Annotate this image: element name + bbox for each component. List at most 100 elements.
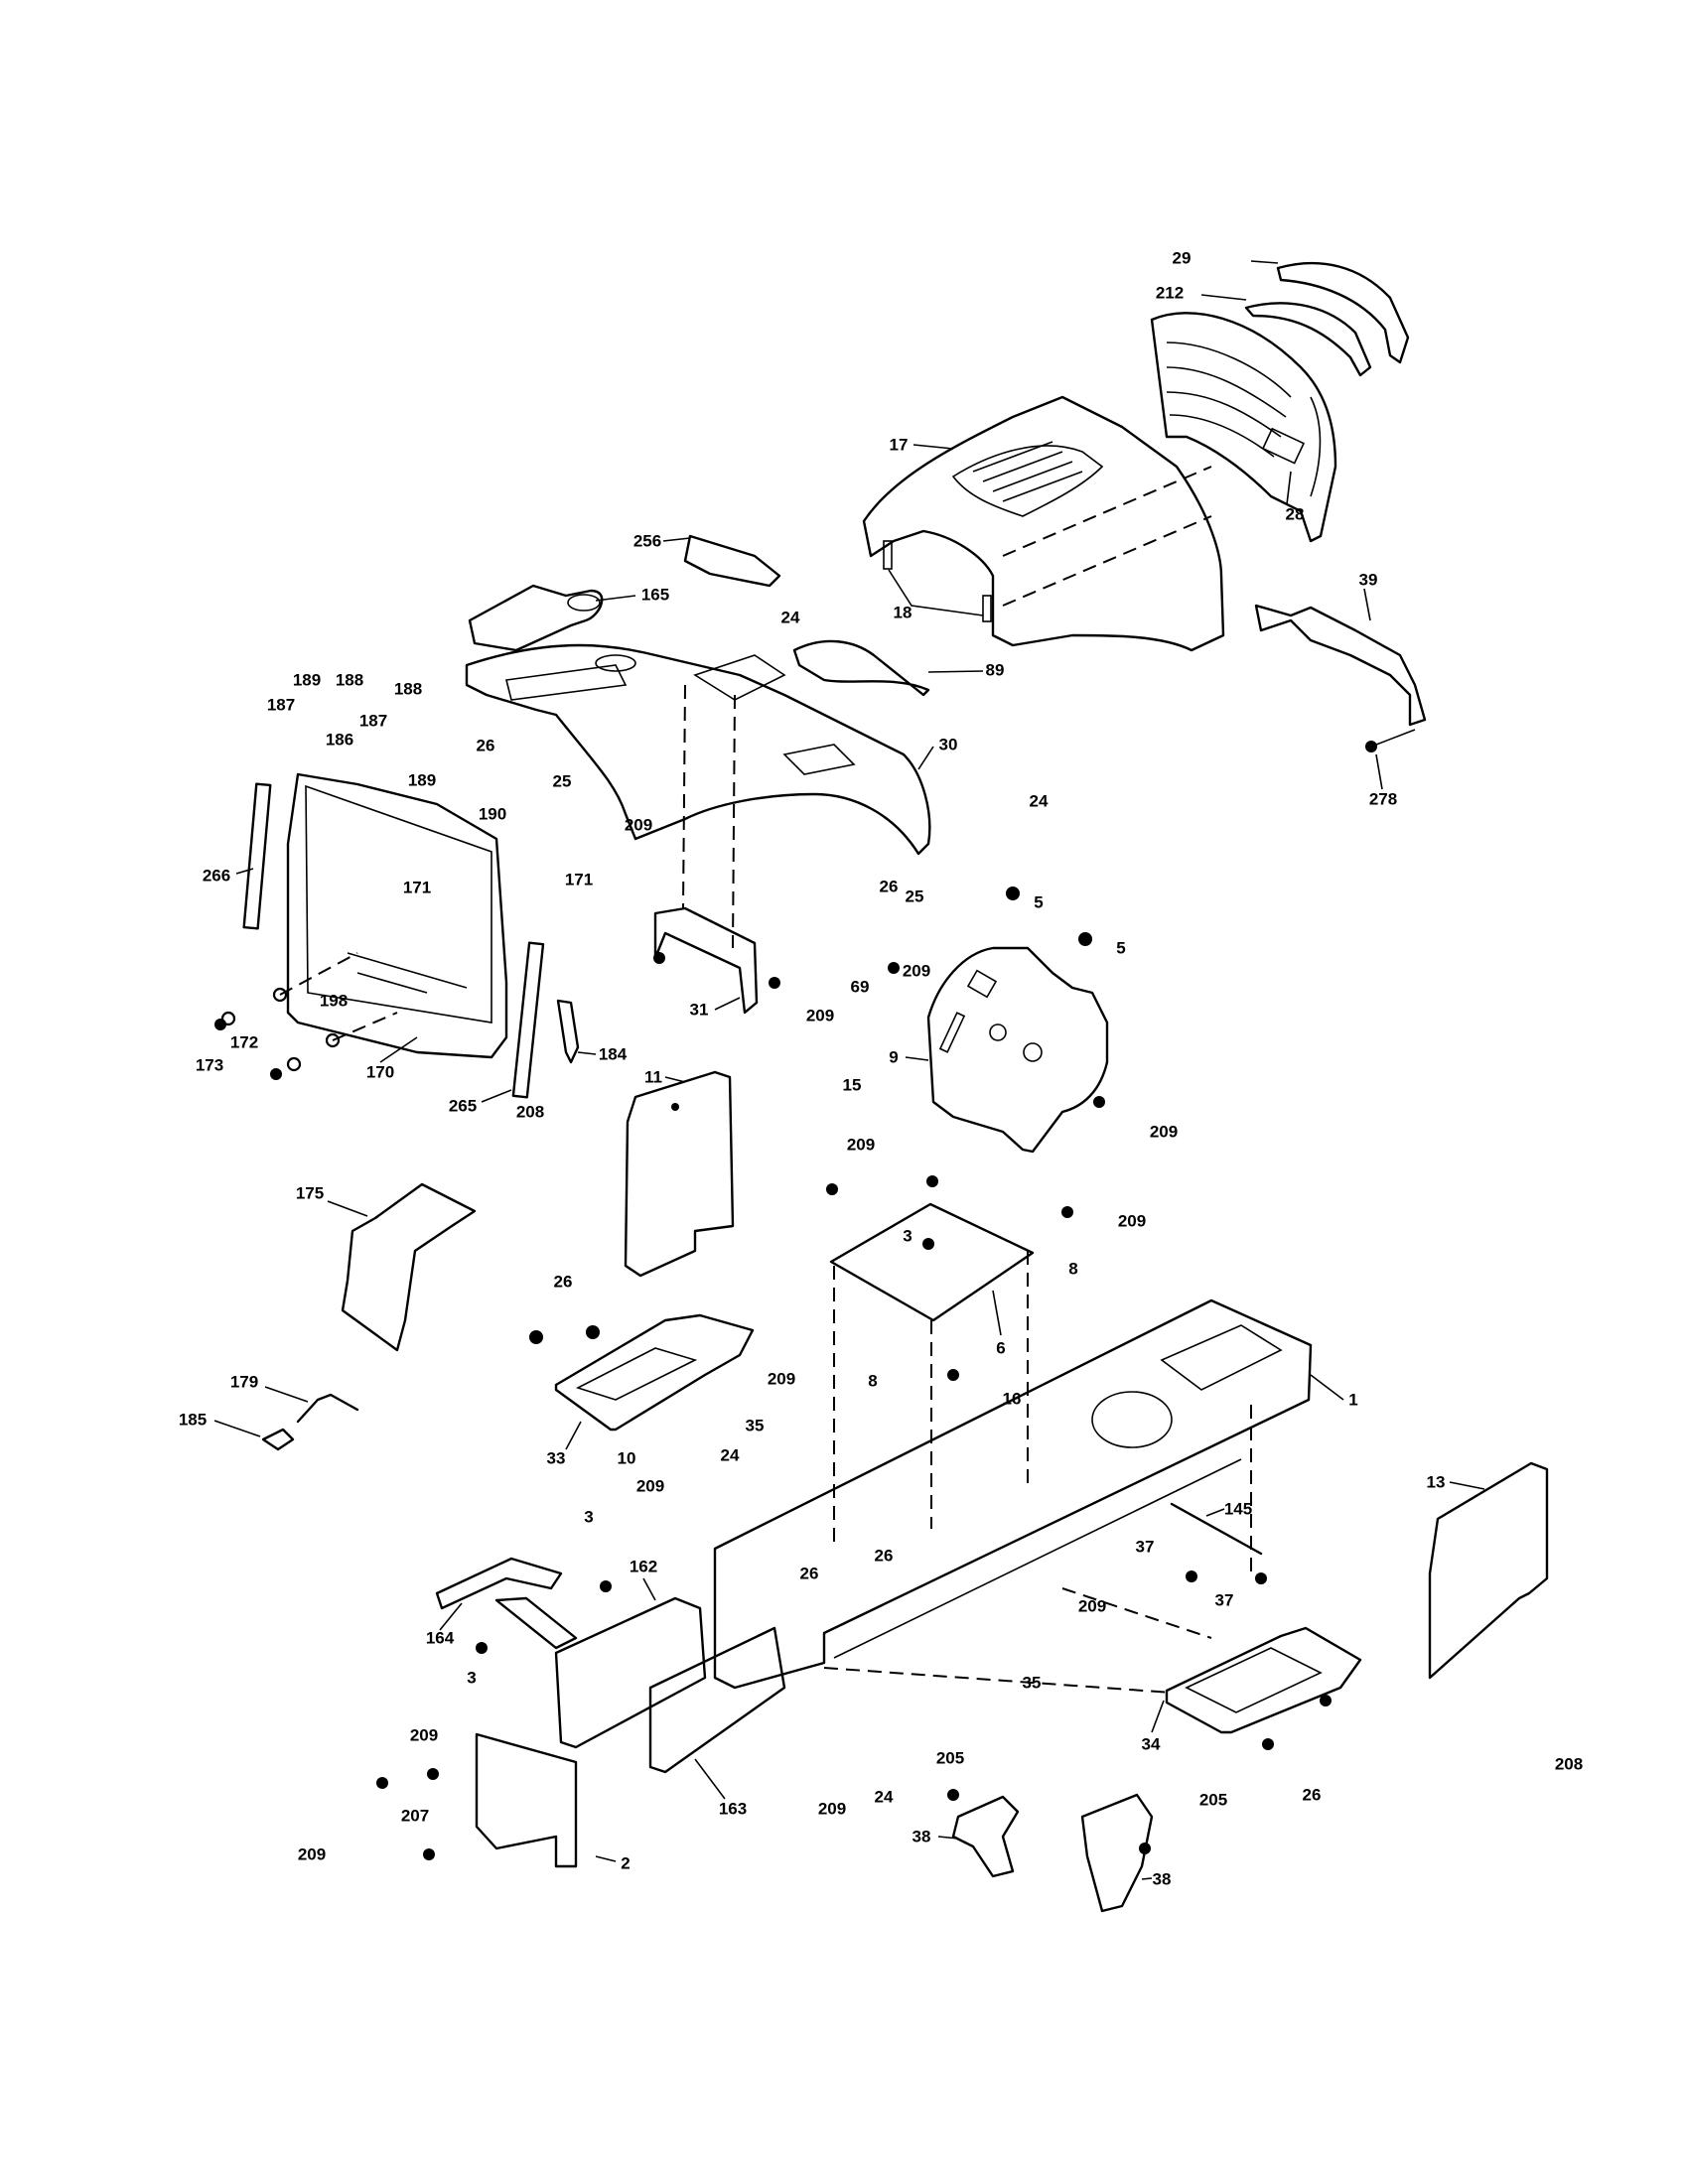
callout-label-16: 16 [1002, 1389, 1022, 1409]
callout-label-186: 186 [325, 730, 354, 750]
part-184 [556, 999, 597, 1064]
callout-label-163: 163 [718, 1799, 748, 1819]
part-hood-17 [862, 395, 1225, 652]
callout-label-207: 207 [400, 1806, 430, 1826]
callout-label-26: 26 [879, 877, 899, 896]
part-footrest-34 [1151, 1626, 1362, 1734]
callout-label-2: 2 [621, 1853, 631, 1873]
callout-label-189: 189 [292, 670, 322, 690]
callout-label-35: 35 [1022, 1673, 1042, 1693]
callout-label-24: 24 [780, 608, 800, 627]
callout-label-1: 1 [1348, 1390, 1358, 1410]
part-hood-trim-insert-212 [1200, 294, 1372, 377]
callout-label-15: 15 [842, 1075, 862, 1095]
part-dash-panel-9 [905, 946, 1109, 1154]
callout-label-26: 26 [799, 1564, 819, 1583]
callout-label-256: 256 [632, 531, 662, 551]
part-dash-bracket-31 [653, 684, 759, 1015]
callout-label-208: 208 [1554, 1754, 1584, 1774]
part-latch-179-185 [213, 1386, 359, 1451]
part-hood-bracket-39 [1254, 588, 1427, 790]
callout-label-209: 209 [846, 1135, 876, 1155]
callout-label-9: 9 [889, 1047, 899, 1067]
callout-label-37: 37 [1214, 1590, 1234, 1610]
callout-label-162: 162 [629, 1557, 658, 1576]
part-rod-145 [1170, 1502, 1263, 1556]
callout-label-24: 24 [874, 1787, 894, 1807]
callout-label-209: 209 [805, 1006, 835, 1025]
part-drawbar-164 [435, 1557, 578, 1650]
callout-label-278: 278 [1368, 789, 1398, 809]
callout-label-25: 25 [905, 887, 924, 906]
callout-label-6: 6 [996, 1338, 1006, 1358]
part-cup-holder-165 [468, 584, 636, 652]
callout-label-26: 26 [476, 736, 495, 755]
fasteners [376, 887, 1332, 1860]
callout-label-170: 170 [365, 1062, 395, 1082]
part-footrest-33 [554, 1313, 755, 1450]
callout-label-38: 38 [912, 1827, 931, 1846]
callout-label-17: 17 [889, 435, 909, 455]
callout-label-8: 8 [868, 1371, 878, 1391]
callout-label-209: 209 [817, 1799, 847, 1819]
callout-label-265: 265 [448, 1096, 478, 1116]
callout-label-26: 26 [553, 1272, 573, 1292]
callout-label-3: 3 [584, 1507, 594, 1527]
part-side-panel-13 [1428, 1461, 1549, 1680]
callout-label-39: 39 [1358, 570, 1378, 590]
callout-label-30: 30 [938, 735, 958, 754]
callout-label-35: 35 [745, 1416, 765, 1435]
part-grille-28 [1150, 312, 1337, 543]
part-brackets-38 [937, 1793, 1154, 1913]
callout-label-208: 208 [515, 1102, 545, 1122]
callout-label-5: 5 [1034, 892, 1044, 912]
callout-label-209: 209 [767, 1369, 796, 1389]
part-rear-shield-175 [327, 1182, 477, 1352]
callout-label-266: 266 [202, 866, 231, 886]
callout-label-209: 209 [409, 1725, 439, 1745]
callout-label-205: 205 [935, 1748, 965, 1768]
part-front-plate-2 [475, 1732, 617, 1868]
part-fuel-cap-cover-256 [662, 534, 781, 588]
callout-label-190: 190 [478, 804, 507, 824]
callout-label-164: 164 [425, 1628, 455, 1648]
callout-label-18: 18 [893, 603, 912, 622]
callout-label-189: 189 [407, 770, 437, 790]
callout-label-37: 37 [1135, 1537, 1155, 1557]
callout-label-188: 188 [335, 670, 364, 690]
callout-label-171: 171 [564, 870, 594, 889]
callout-label-25: 25 [552, 771, 572, 791]
callout-label-13: 13 [1426, 1472, 1446, 1492]
callout-label-8: 8 [1068, 1259, 1078, 1279]
callout-label-185: 185 [178, 1410, 208, 1430]
callout-label-165: 165 [640, 585, 670, 605]
callout-label-172: 172 [229, 1032, 259, 1052]
part-frame-170 [286, 772, 508, 1063]
part-chassis-frame-1 [713, 1298, 1344, 1690]
callout-label-209: 209 [1117, 1211, 1147, 1231]
callout-label-187: 187 [266, 695, 296, 715]
callout-label-198: 198 [319, 991, 349, 1011]
callout-label-212: 212 [1155, 283, 1185, 303]
part-battery-tray-6 [829, 1202, 1035, 1336]
callout-label-31: 31 [689, 1000, 709, 1020]
part-side-trims [235, 782, 545, 1103]
callout-label-26: 26 [1302, 1785, 1322, 1805]
callout-label-145: 145 [1223, 1499, 1253, 1519]
callout-label-5: 5 [1116, 938, 1126, 958]
part-fender-30 [465, 643, 934, 856]
assembly-lines [823, 1251, 1252, 1694]
callout-label-33: 33 [546, 1448, 566, 1468]
callout-label-34: 34 [1141, 1734, 1161, 1754]
callout-label-209: 209 [635, 1476, 665, 1496]
callout-label-69: 69 [850, 977, 870, 997]
callout-label-26: 26 [874, 1546, 894, 1566]
callout-label-188: 188 [393, 679, 423, 699]
callout-label-179: 179 [229, 1372, 259, 1392]
part-side-panel-11 [624, 1070, 735, 1278]
part-fender-cover-89 [792, 639, 984, 697]
callout-label-24: 24 [720, 1445, 740, 1465]
callout-label-175: 175 [295, 1183, 325, 1203]
callout-label-184: 184 [598, 1044, 628, 1064]
